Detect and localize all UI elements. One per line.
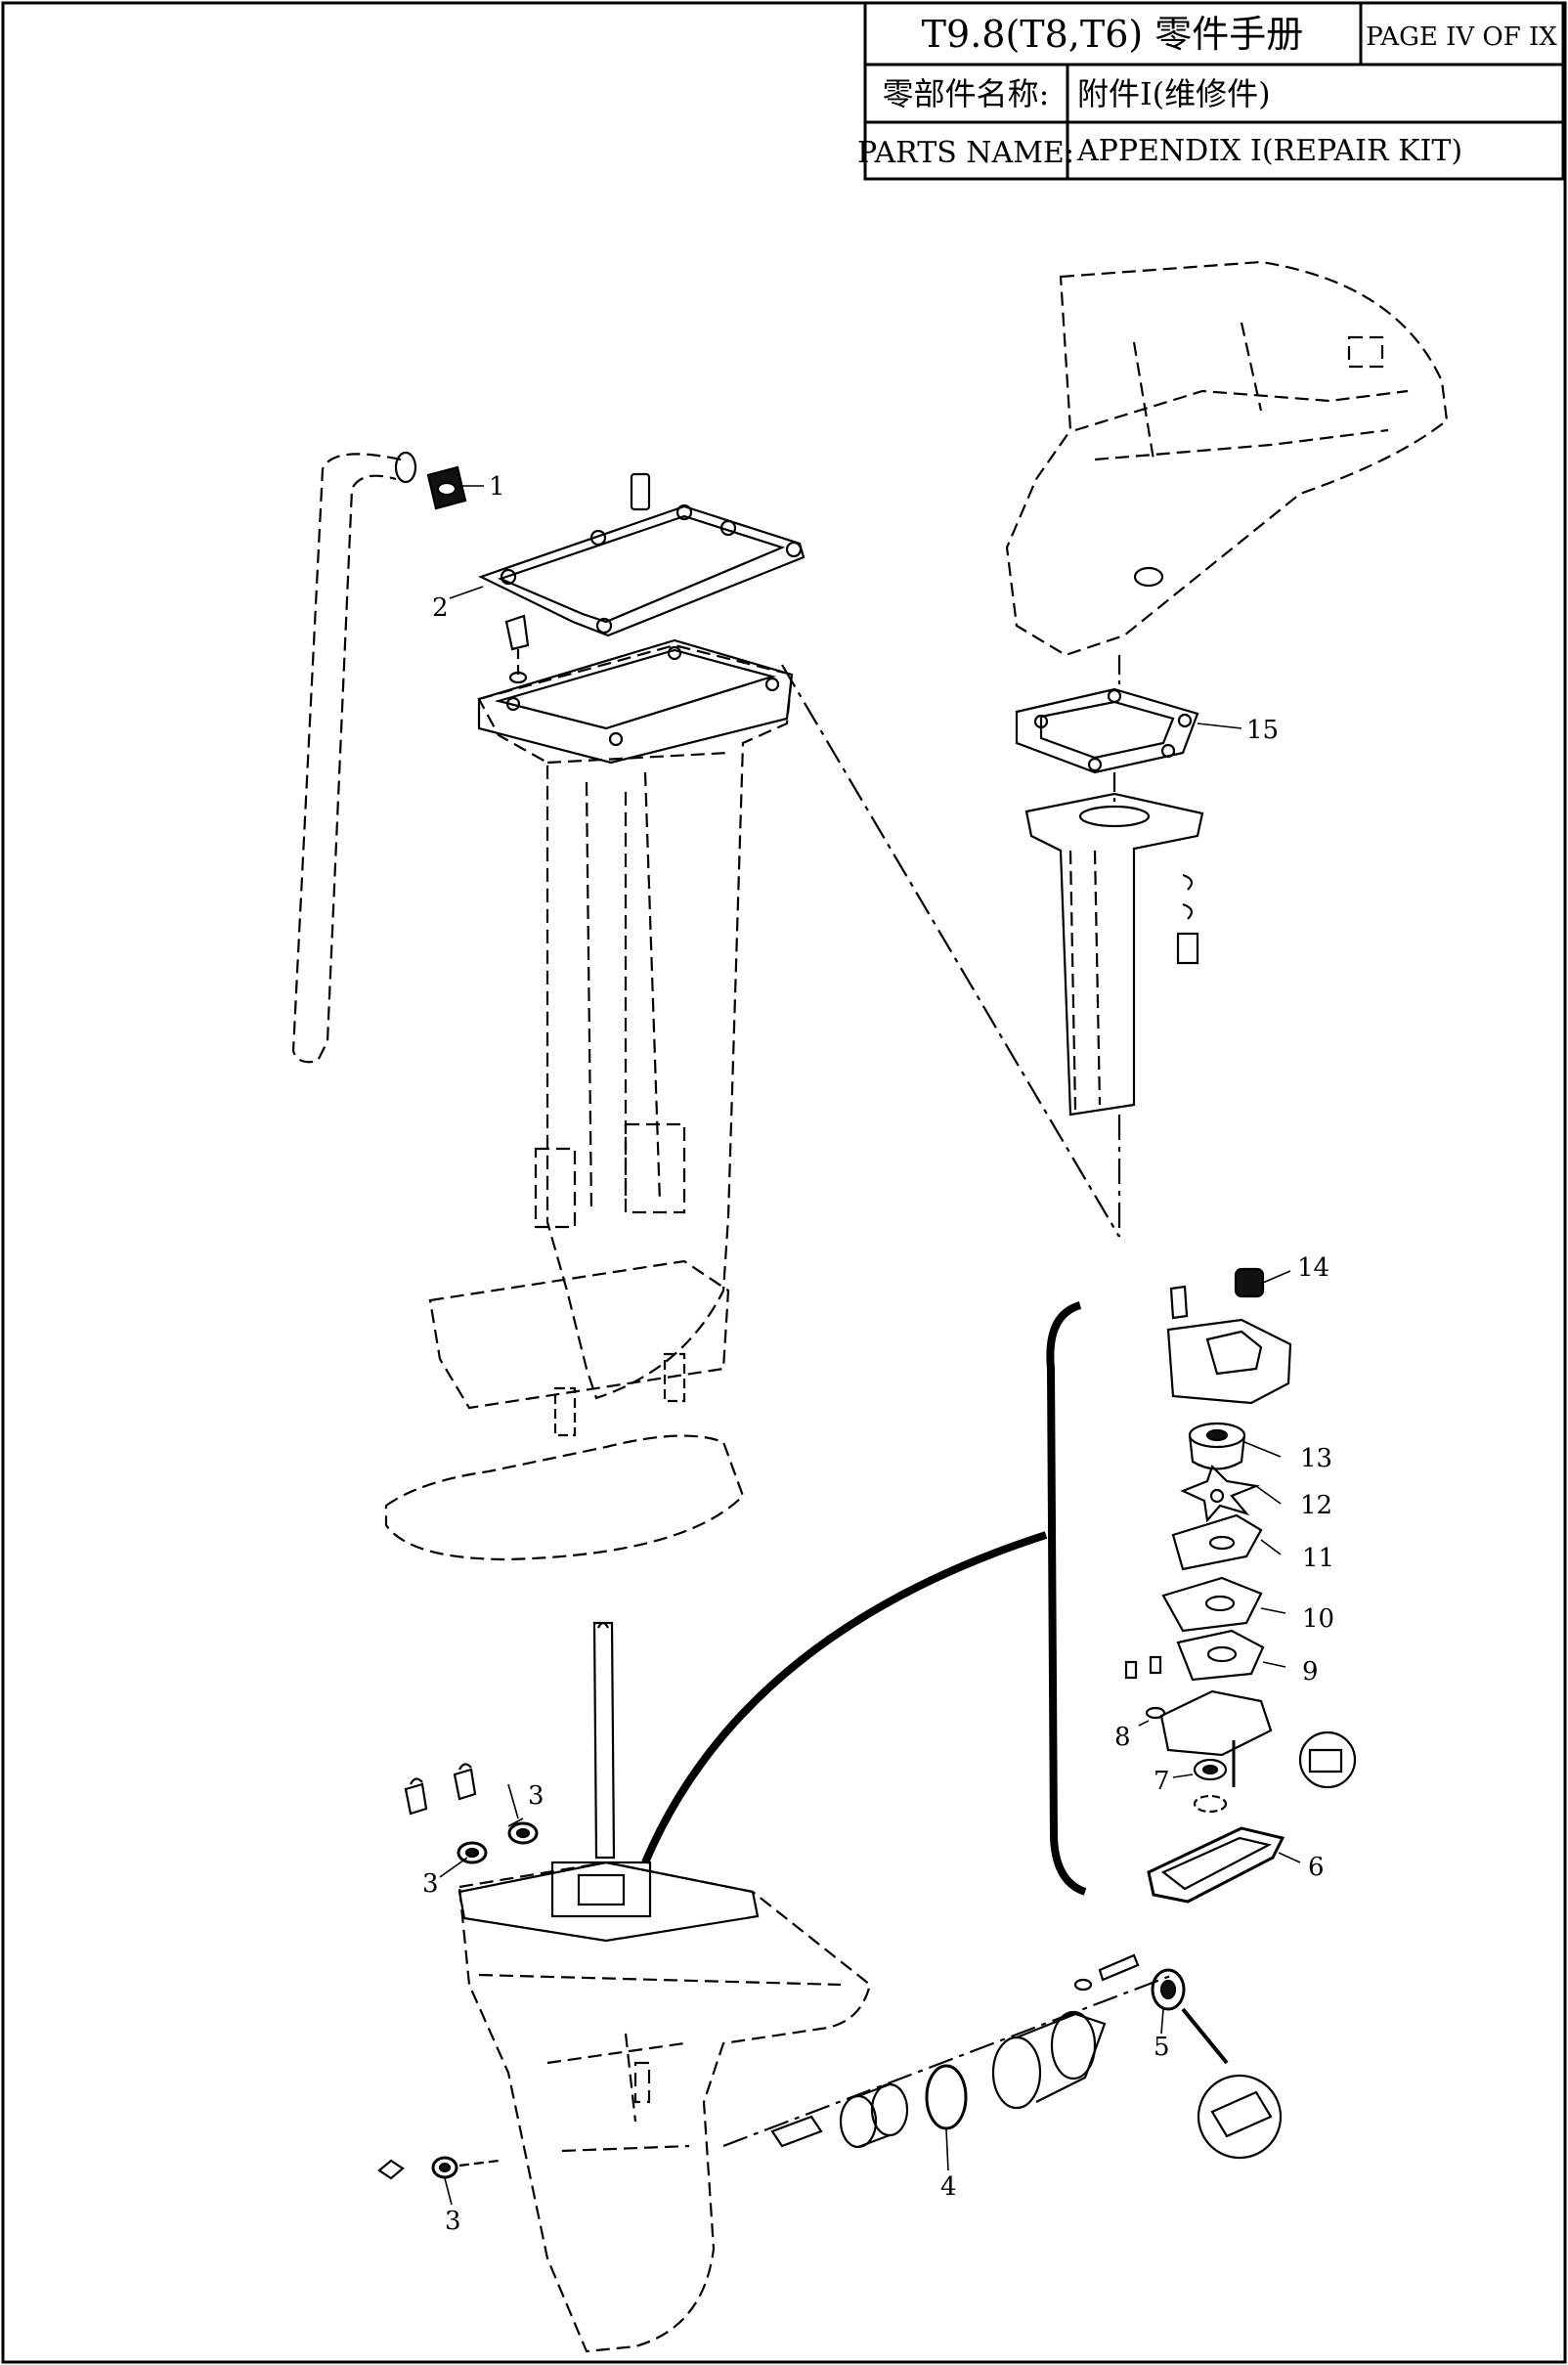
parts-name-value-cn: 附件Ⅰ(维修件) (1077, 75, 1271, 112)
callout-15: 15 (1246, 716, 1279, 745)
detail-leader (641, 1531, 1048, 1864)
oil-seal-7 (1193, 1758, 1228, 1781)
impeller-12 (1180, 1464, 1261, 1523)
prop-shaft-housing (991, 2010, 1107, 2110)
water-tube-ghost (291, 453, 402, 1064)
detail-view-7 (1298, 1730, 1357, 1789)
callout-14: 14 (1297, 1253, 1329, 1283)
gasket-6 (1147, 1826, 1285, 1904)
o-ring-4 (925, 2064, 968, 2130)
gasket-15 (1015, 687, 1199, 774)
driveshaft-housing-top (477, 638, 794, 765)
exhaust-guide (1024, 792, 1204, 1117)
manual-title: T9.8(T8,T6) 零件手册 (922, 13, 1304, 56)
pump-base (1159, 1689, 1273, 1757)
washer (1182, 873, 1194, 891)
callout-13: 13 (1300, 1444, 1332, 1473)
bearing (839, 2082, 909, 2149)
gasket-11 (1171, 1513, 1263, 1571)
callout-3a: 3 (528, 1781, 544, 1811)
exhaust-guide-bolt (1176, 932, 1199, 965)
screw (1124, 1660, 1138, 1680)
callout-3b: 3 (422, 1869, 439, 1899)
dowel-pin (630, 472, 651, 511)
detail-view-5 (1197, 2074, 1283, 2160)
callout-8: 8 (1114, 1723, 1131, 1752)
title-block (863, 1, 1565, 181)
detail-bracket (1046, 1301, 1087, 1896)
prop-shaft (770, 2115, 823, 2148)
callout-leaders (439, 485, 1301, 2206)
bolt (404, 1782, 428, 1816)
gearcase-top (457, 1861, 760, 1943)
seal-8 (1145, 1706, 1166, 1720)
callout-6: 6 (1308, 1853, 1325, 1882)
mount-bolt (504, 614, 530, 651)
water-pump-housing-14 (1166, 1267, 1292, 1405)
parts-name-value-en: APPENDIX Ⅰ(REPAIR KIT) (1076, 134, 1462, 168)
gasket-2 (478, 504, 806, 637)
grommet-1 (426, 465, 467, 510)
callout-5: 5 (1154, 2033, 1170, 2062)
gearcase-ghost (457, 1861, 872, 2353)
housing-bolt (1098, 1953, 1140, 1982)
gasket-9 (1176, 1629, 1265, 1682)
oil-seal-5 (1151, 1968, 1186, 2011)
prop-shaft-axis (722, 1973, 1174, 2148)
callout-12: 12 (1300, 1491, 1332, 1520)
outer-plate-10 (1161, 1576, 1263, 1633)
parts-name-label-cn: 零部件名称: (883, 75, 1050, 112)
pump-screw (1169, 1285, 1189, 1320)
callout-labels: 1 2 15 14 13 12 11 10 9 8 7 6 3 3 3 4 5 (422, 472, 1334, 2236)
anti-ventilation-plate-ghost (384, 1434, 745, 1561)
upper-casing-ghost (1005, 260, 1449, 657)
drive-shaft (592, 1621, 616, 1860)
drain-screw (377, 2159, 405, 2180)
page-indicator: PAGE IV OF IX (1366, 22, 1557, 52)
parts-name-label-en: PARTS NAME: (857, 136, 1074, 170)
callout-1: 1 (489, 472, 505, 502)
callout-11: 11 (1302, 1544, 1334, 1573)
callout-9: 9 (1302, 1657, 1319, 1686)
seal-washer-3 (431, 1821, 539, 2179)
driveshaft-housing-ghost (477, 643, 794, 1400)
casing-bolt-hole (1133, 566, 1164, 588)
callout-10: 10 (1302, 1604, 1334, 1634)
callout-7: 7 (1154, 1767, 1170, 1796)
callout-3c: 3 (445, 2207, 461, 2236)
callout-2: 2 (432, 593, 449, 623)
callout-4: 4 (940, 2172, 957, 2202)
